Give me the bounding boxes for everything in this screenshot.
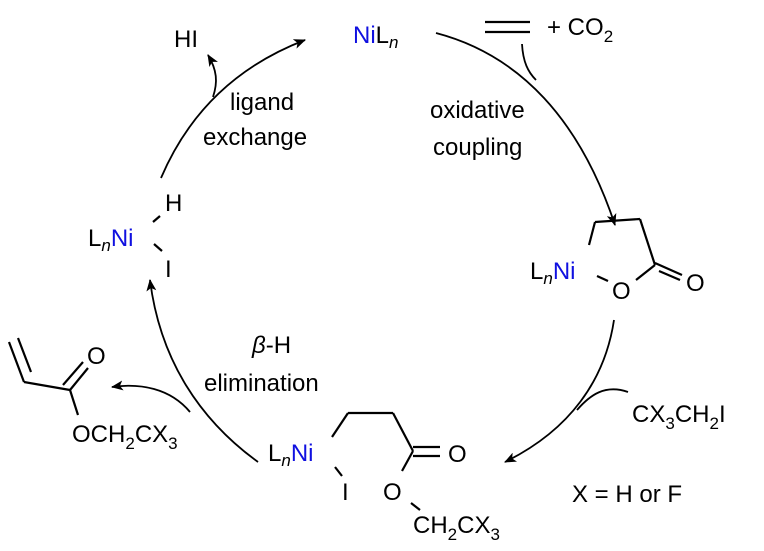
svg-text:O: O (448, 441, 467, 468)
label-oxidative: oxidative (430, 97, 525, 124)
label-coupling: coupling (433, 134, 522, 161)
svg-text:+ CO2: + CO2 (547, 14, 613, 46)
alkyl-iodide-reagent: CX3CH2I (632, 401, 726, 433)
arrow-oxidative-coupling (435, 32, 617, 226)
x-definition-note: X = H or F (572, 481, 682, 508)
svg-text:O: O (87, 343, 106, 370)
catalyst-niln: NiLn (353, 22, 399, 52)
label-ligand: ligand (230, 89, 294, 116)
arrow-acrylate-release (111, 380, 191, 413)
svg-text:O: O (383, 479, 402, 506)
svg-text:LnNi: LnNi (88, 225, 134, 255)
svg-text:CX3CH2I: CX3CH2I (632, 401, 726, 433)
nickelalactone: LnNi O O (530, 217, 705, 305)
svg-text:LnNi: LnNi (530, 258, 576, 288)
label-exchange: exchange (203, 124, 307, 151)
svg-text:I: I (165, 256, 172, 283)
alkyl-nickel-ester: LnNi I O O CH2CX3 (268, 411, 500, 544)
arrow-alkylation (504, 319, 615, 463)
svg-text:O: O (612, 278, 631, 305)
arrow-alkyl-iodide-entry (576, 388, 629, 411)
svg-text:LnNi: LnNi (268, 440, 314, 470)
svg-text:β-H: β-H (251, 332, 291, 359)
hi-byproduct: HI (174, 26, 198, 53)
svg-text:NiLn: NiLn (353, 22, 399, 52)
svg-text:H: H (165, 190, 182, 217)
arrow-ethylene-co2-entry (521, 43, 537, 81)
svg-text:OCH2CX3: OCH2CX3 (72, 421, 178, 453)
svg-text:CH2CX3: CH2CX3 (413, 512, 500, 544)
beta-symbol: β (251, 332, 266, 359)
svg-text:I: I (342, 479, 349, 506)
ni-label: Ni (353, 22, 376, 49)
acrylate-product: O OCH2CX3 (7, 337, 178, 453)
ethylene-co2-reagent: + CO2 (485, 14, 613, 46)
arrow-ligand-exchange (160, 39, 306, 179)
arrow-hi-release (207, 54, 218, 98)
svg-text:O: O (686, 270, 705, 297)
arrow-beta-h-elimination (146, 279, 259, 463)
nickel-hydride: LnNi H I (88, 190, 182, 283)
label-elimination: elimination (204, 370, 319, 397)
